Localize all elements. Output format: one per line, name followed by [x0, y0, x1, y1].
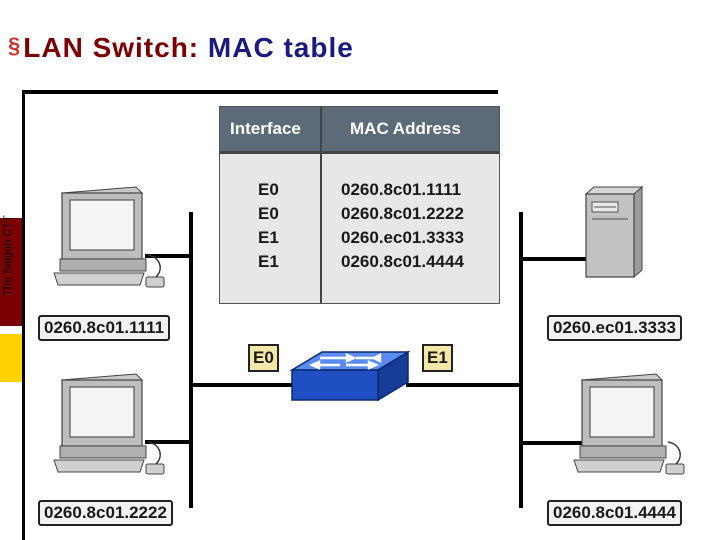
port-label-e1: E1	[422, 344, 453, 372]
title-underline	[22, 90, 498, 94]
link-bottom-right-host	[521, 441, 583, 445]
port-label-e0: E0	[248, 344, 279, 372]
title-part-2: MAC table	[207, 32, 354, 63]
link-switch-e1	[406, 383, 521, 387]
header-mac-address: MAC Address	[350, 119, 461, 138]
slide-title: §LAN Switch: MAC table	[8, 32, 354, 64]
mac-table-header-divider	[220, 151, 499, 154]
pc-top-left-icon	[53, 186, 165, 288]
mac-table-column-divider	[320, 107, 322, 303]
title-part-1: LAN Switch:	[23, 32, 208, 63]
table-cell-mac: 0260.8c01.1111	[341, 180, 462, 199]
link-top-left-host	[145, 254, 191, 258]
side-divider-line	[22, 90, 25, 540]
side-bar-yellow-block	[0, 334, 22, 382]
mac-table: Interface MAC Address E0 0260.8c01.1111 …	[219, 106, 500, 304]
table-cell-interface: E1	[258, 228, 279, 247]
host-mac-top-right: 0260.ec01.3333	[547, 315, 682, 341]
table-cell-mac: 0260.8c01.4444	[341, 252, 464, 271]
mac-table-header	[220, 107, 499, 153]
table-cell-mac: 0260.ec01.3333	[341, 228, 464, 247]
pc-bottom-left-icon	[53, 373, 165, 475]
link-switch-e0	[191, 383, 294, 387]
host-mac-bottom-left: 0260.8c01.2222	[38, 500, 173, 526]
table-cell-mac: 0260.8c01.2222	[341, 204, 464, 223]
header-interface: Interface	[230, 119, 301, 138]
table-cell-interface: E0	[258, 204, 279, 223]
server-top-right-icon	[584, 186, 644, 278]
table-cell-interface: E0	[258, 180, 279, 199]
link-bottom-left-host	[145, 440, 191, 444]
host-mac-top-left: 0260.8c01.1111	[38, 315, 171, 341]
side-bar-red-block	[0, 218, 22, 326]
table-cell-interface: E1	[258, 252, 279, 271]
lan-switch-icon	[290, 350, 410, 402]
link-top-right-host	[521, 257, 587, 261]
host-mac-bottom-right: 0260.8c01.4444	[547, 500, 682, 526]
title-bullet: §	[8, 33, 22, 58]
segment-e0-bus	[189, 212, 193, 508]
segment-e1-bus	[519, 212, 523, 508]
pc-bottom-right-icon	[573, 373, 685, 475]
